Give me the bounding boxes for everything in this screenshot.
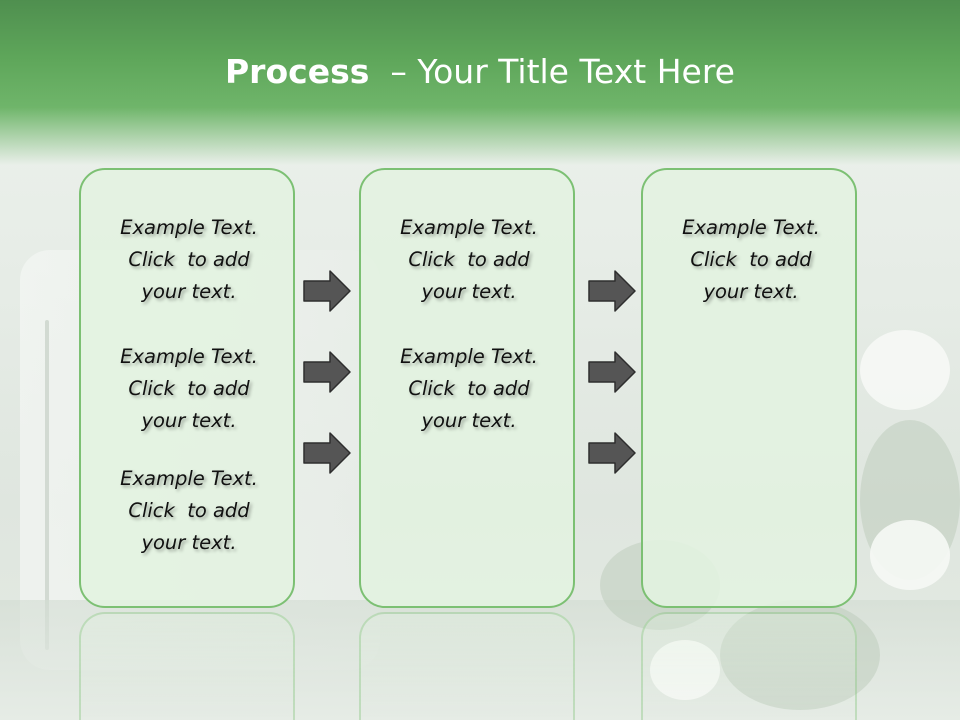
- text-line: Click to add: [690, 248, 812, 271]
- text-line: Click to add: [128, 248, 250, 271]
- arrow-right-icon: [303, 432, 351, 474]
- text-block[interactable]: Example Text. Click to add your text.: [81, 212, 297, 308]
- arrow-right-icon: [588, 351, 636, 393]
- title-rest: – Your Title Text Here: [369, 52, 735, 91]
- text-line: your text.: [141, 409, 237, 432]
- text-block[interactable]: Example Text. Click to add your text.: [361, 212, 577, 308]
- slide-title[interactable]: Process – Your Title Text Here: [0, 52, 960, 91]
- title-bold: Process: [225, 52, 370, 91]
- text-line: Example Text.: [120, 216, 258, 239]
- text-line: your text.: [141, 531, 237, 554]
- background-flower: [870, 520, 950, 590]
- text-block[interactable]: Example Text. Click to add your text.: [81, 463, 297, 559]
- box-reflection: [641, 612, 857, 720]
- process-box-2[interactable]: Example Text. Click to add your text. Ex…: [359, 168, 575, 608]
- text-line: Example Text.: [120, 345, 258, 368]
- text-line: your text.: [703, 280, 799, 303]
- background-leaf: [720, 600, 880, 710]
- text-line: Example Text.: [120, 467, 258, 490]
- text-line: your text.: [421, 409, 517, 432]
- text-line: Example Text.: [400, 216, 538, 239]
- background-flower: [650, 640, 720, 700]
- background-flower: [860, 330, 950, 410]
- text-block[interactable]: Example Text. Click to add your text.: [361, 341, 577, 437]
- arrow-right-icon: [303, 270, 351, 312]
- text-line: Click to add: [408, 248, 530, 271]
- text-line: Click to add: [128, 377, 250, 400]
- text-line: your text.: [421, 280, 517, 303]
- box-reflection: [79, 612, 295, 720]
- text-line: Click to add: [408, 377, 530, 400]
- process-box-3[interactable]: Example Text. Click to add your text.: [641, 168, 857, 608]
- text-line: Example Text.: [400, 345, 538, 368]
- text-line: your text.: [141, 280, 237, 303]
- arrow-right-icon: [588, 432, 636, 474]
- background-sofa-edge: [45, 320, 49, 650]
- process-box-1[interactable]: Example Text. Click to add your text. Ex…: [79, 168, 295, 608]
- text-block[interactable]: Example Text. Click to add your text.: [643, 212, 859, 308]
- background-floor: [0, 600, 960, 720]
- text-block[interactable]: Example Text. Click to add your text.: [81, 341, 297, 437]
- arrow-right-icon: [303, 351, 351, 393]
- text-line: Example Text.: [682, 216, 820, 239]
- box-reflection: [359, 612, 575, 720]
- text-line: Click to add: [128, 499, 250, 522]
- arrow-right-icon: [588, 270, 636, 312]
- title-band: [0, 0, 960, 165]
